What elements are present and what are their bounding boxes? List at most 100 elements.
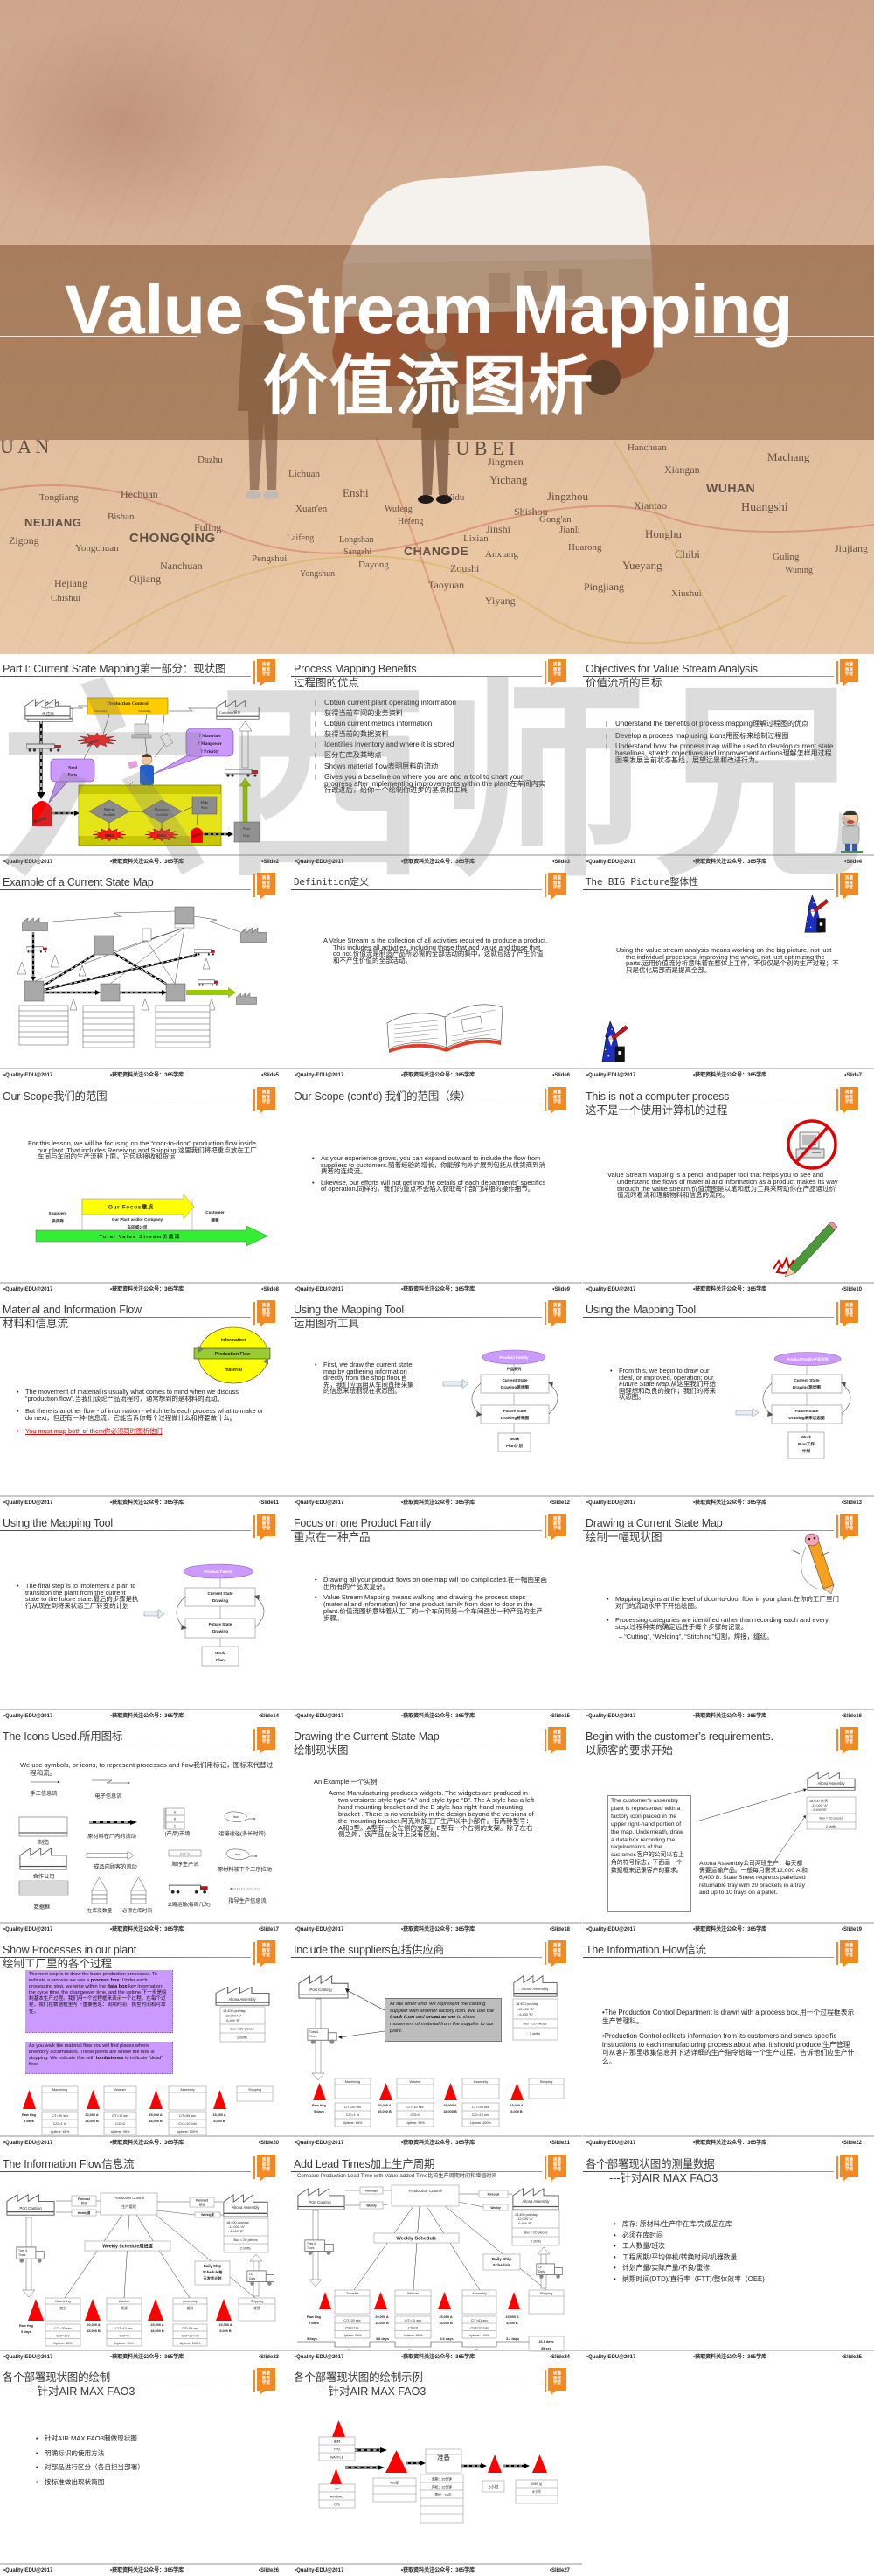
make-parts-box xyxy=(191,796,218,815)
inventory-tombstone-icon xyxy=(23,2090,36,2109)
inventory-qty: 5 days xyxy=(314,2110,324,2113)
logo-text: 学堂 xyxy=(844,1739,854,1744)
title-underline xyxy=(0,889,251,890)
brand-logo-icon: 质量教育学堂 xyxy=(836,1514,858,1541)
title-underline xyxy=(291,1317,542,1318)
logo-text: 教育 xyxy=(261,1734,271,1739)
weekly-label: Weekly周 xyxy=(201,2212,214,2217)
data-box-value: - 6,400 “B” xyxy=(517,2222,533,2225)
storage-tombstone-icon xyxy=(191,827,203,843)
slide-18: Drawing the Current State Map 绘制现状图 质量教育… xyxy=(291,1722,582,1935)
data-box-value: 18,400 pcs/day xyxy=(516,2002,538,2006)
open-book-illustration xyxy=(386,1004,503,1053)
forecast-label-cn: 预测 xyxy=(199,2203,205,2207)
forecast-label: Forecast xyxy=(488,2193,501,2197)
logo-text: 教育 xyxy=(261,1947,271,1953)
list-item: Value Stream Mapping means walking and d… xyxy=(315,1594,549,1621)
forecast-box xyxy=(189,2197,215,2208)
slide-title: 各个部署现状图的绘制示例 xyxy=(294,2371,423,2384)
questions-callout xyxy=(153,728,234,775)
logo-text: 教育 xyxy=(261,1094,271,1099)
map-label: Hechuan xyxy=(121,488,158,500)
pull-loop-icon xyxy=(225,1848,257,1860)
wait-time: 4.6 days xyxy=(440,2337,454,2341)
future-state-label: Future State xyxy=(209,1622,232,1626)
make-parts-label: Make xyxy=(201,801,209,804)
inventory-qty: 5 days xyxy=(309,2322,319,2325)
future-state-map-emphasis: Future State Map xyxy=(619,1380,669,1389)
slide-number: •Slide25 xyxy=(841,2355,862,2360)
footer-wechat-note: •获取资料关注公众号：365学库 xyxy=(110,1714,184,1719)
bullet-text: .从这里我们开始画理想和改良的操作；我们的将来状态图。 xyxy=(619,1380,716,1402)
supermarket-item: A xyxy=(174,1811,177,1814)
question-priority: ? Priority xyxy=(200,749,219,755)
list-item: 获得当前的数据资料 xyxy=(315,731,549,738)
production-control-box xyxy=(100,2192,158,2216)
title-underline xyxy=(291,2171,542,2172)
list-item: 工人数量/班次 xyxy=(614,2243,845,2251)
truck-icon xyxy=(198,979,219,986)
paragraph: •The Production Control Department is dr… xyxy=(602,2009,855,2025)
list-item: Gives you a baseline on where you are an… xyxy=(315,773,549,795)
footer-divider xyxy=(583,1709,874,1710)
truck-frequency: Daily xyxy=(538,2270,545,2273)
manual-info-arrow-icon xyxy=(31,1780,60,1784)
push-arrow-icon xyxy=(52,811,80,816)
forecast-box xyxy=(359,2186,384,2195)
slide-number: •Slide17 xyxy=(258,1927,279,1932)
icon-label: 手工信息流 xyxy=(31,1790,58,1797)
logo-text: 质量 xyxy=(261,662,271,666)
icon-label: 合作公司 xyxy=(33,1873,55,1880)
daily-ship-label: Daily Ship xyxy=(492,2257,511,2261)
footer-copyright: •Quality-EDU@2017 xyxy=(3,1714,53,1719)
customer-label-cn: 顾客 xyxy=(211,1217,219,1223)
customer-data-box xyxy=(219,2006,266,2043)
logo-text: 质量 xyxy=(552,662,562,666)
current-state-chaos-diagram: Suppliers 供应商 Production Control Purchas… xyxy=(24,697,260,846)
paint-dept-label: Dept xyxy=(243,834,250,838)
downtime: 停机：15分钟 xyxy=(432,2485,452,2489)
process-label: Washer xyxy=(410,2080,422,2084)
slide-title: The BIG Picture整体性 xyxy=(586,876,698,888)
footer-divider xyxy=(291,1282,582,1284)
brand-logo-icon: 质量教育学堂 xyxy=(253,2155,275,2182)
manpower-available-label: Available xyxy=(156,813,169,817)
customer-label: Altona Assembly xyxy=(229,1997,257,2002)
slide-title: Add Lead Times加上生产周期 xyxy=(294,2158,435,2170)
flow-lines xyxy=(108,806,198,828)
product-family-label: Product Family xyxy=(204,1570,233,1574)
paragraph: •Production Control collects information… xyxy=(602,2032,855,2065)
map-label: H U B E I xyxy=(437,437,516,459)
list-item: Understand the benefits of process mappi… xyxy=(606,721,835,728)
process-label: Machining xyxy=(52,2088,67,2092)
slide-title: Our Scope我们的范围 xyxy=(3,1090,108,1103)
map-label: Zoushi xyxy=(450,562,480,574)
list-item: Obtain current plant operating informati… xyxy=(315,699,549,707)
hollow-arrow-icon xyxy=(238,721,253,769)
forecast-box xyxy=(71,2195,97,2207)
map-label: Yongshun xyxy=(300,569,336,579)
brand-logo-icon: 质量教育学堂 xyxy=(836,1940,858,1967)
brand-logo-icon: 质量教育学堂 xyxy=(253,873,275,900)
slide-number: •Slide11 xyxy=(259,1500,279,1506)
logo-text: 学堂 xyxy=(261,1739,271,1744)
map-label: Hanchuan xyxy=(628,442,667,453)
suppliers-label-cn: 供货商 xyxy=(51,1218,64,1224)
brand-logo-icon: 质量教育学堂 xyxy=(836,2155,858,2182)
shipment-hollow-arrow-icon xyxy=(86,1850,135,1861)
slide-subtitle: 绘制工厂里的各个过程 xyxy=(3,1958,113,1970)
production-control-label: Production Control xyxy=(408,2189,441,2193)
information-flow-text: •The Production Control Department is dr… xyxy=(602,2009,856,2066)
process-label: Assembly xyxy=(474,2080,489,2084)
sub-list-item: – “Cutting”, “Welding”, “Stitching”切割，焊接… xyxy=(619,1632,773,1640)
footer-wechat-note: •获取资料关注公众号：365学库 xyxy=(693,1073,767,1078)
map-label: Sangzhi xyxy=(343,547,372,557)
paint-dept-box xyxy=(233,821,260,843)
daily-ship-label: Daily Ship xyxy=(204,2264,222,2268)
logo-text: 质量 xyxy=(844,662,854,666)
process-label-cn: 洗涤 xyxy=(121,2306,128,2310)
current-state-label: Current State xyxy=(794,1378,820,1382)
brand-logo-icon: 质量教育学堂 xyxy=(545,1514,566,1541)
